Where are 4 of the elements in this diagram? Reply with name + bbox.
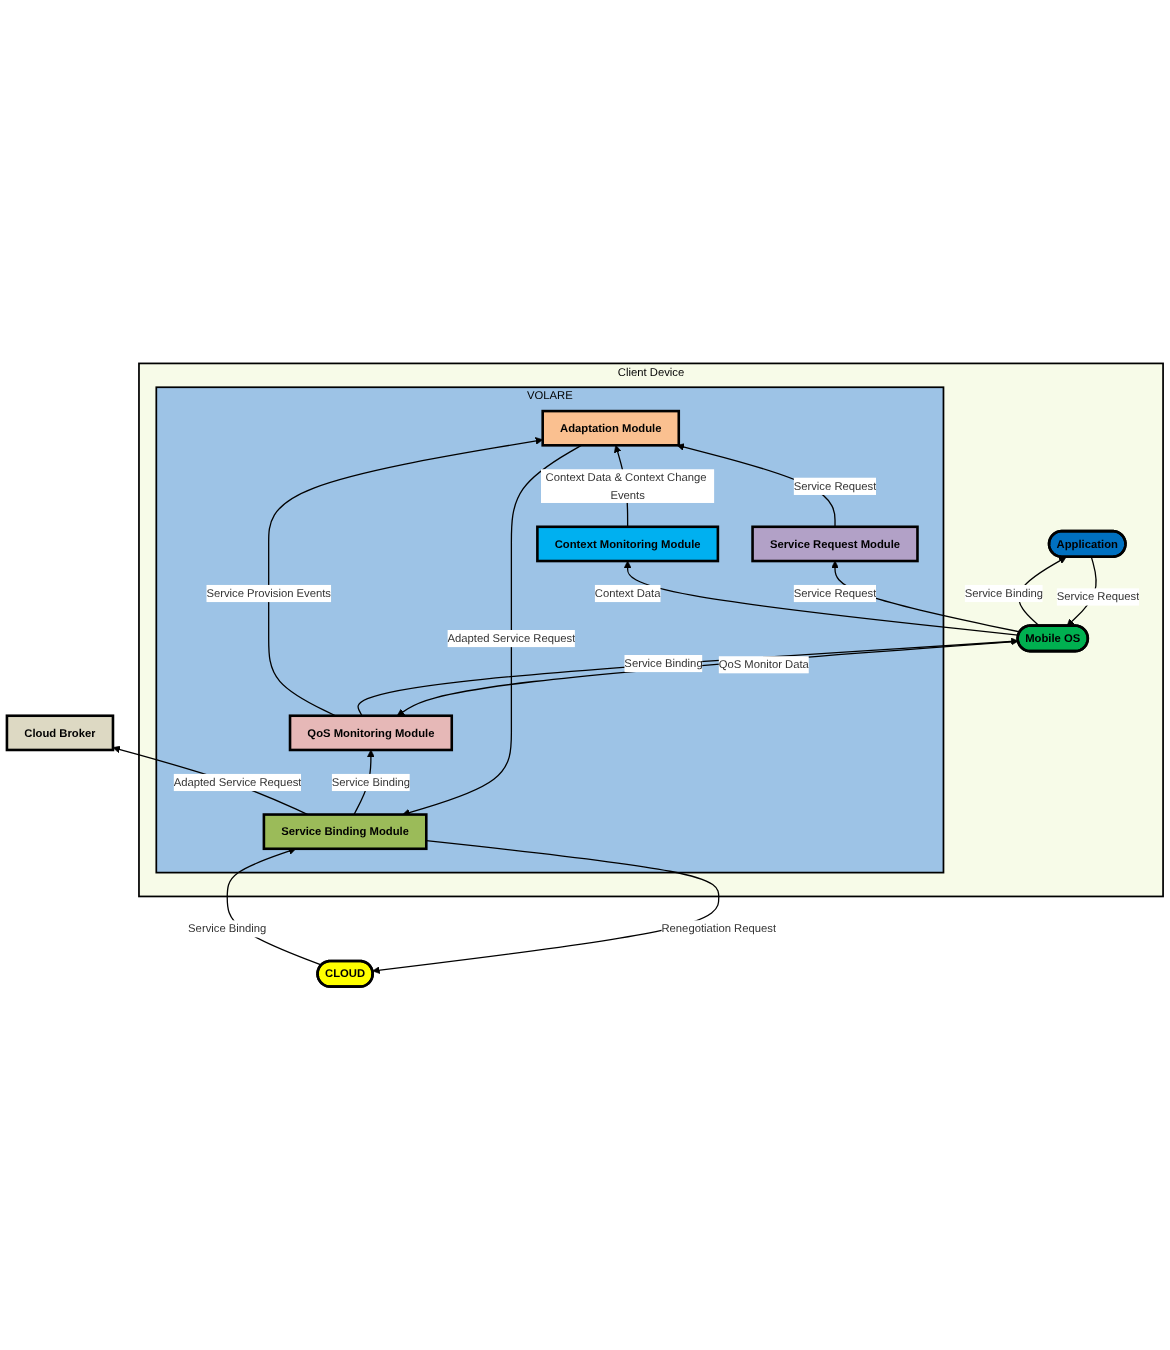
arrow (402, 444, 582, 817)
arrow (372, 839, 720, 974)
arrow (268, 437, 544, 717)
arrow (112, 745, 309, 816)
